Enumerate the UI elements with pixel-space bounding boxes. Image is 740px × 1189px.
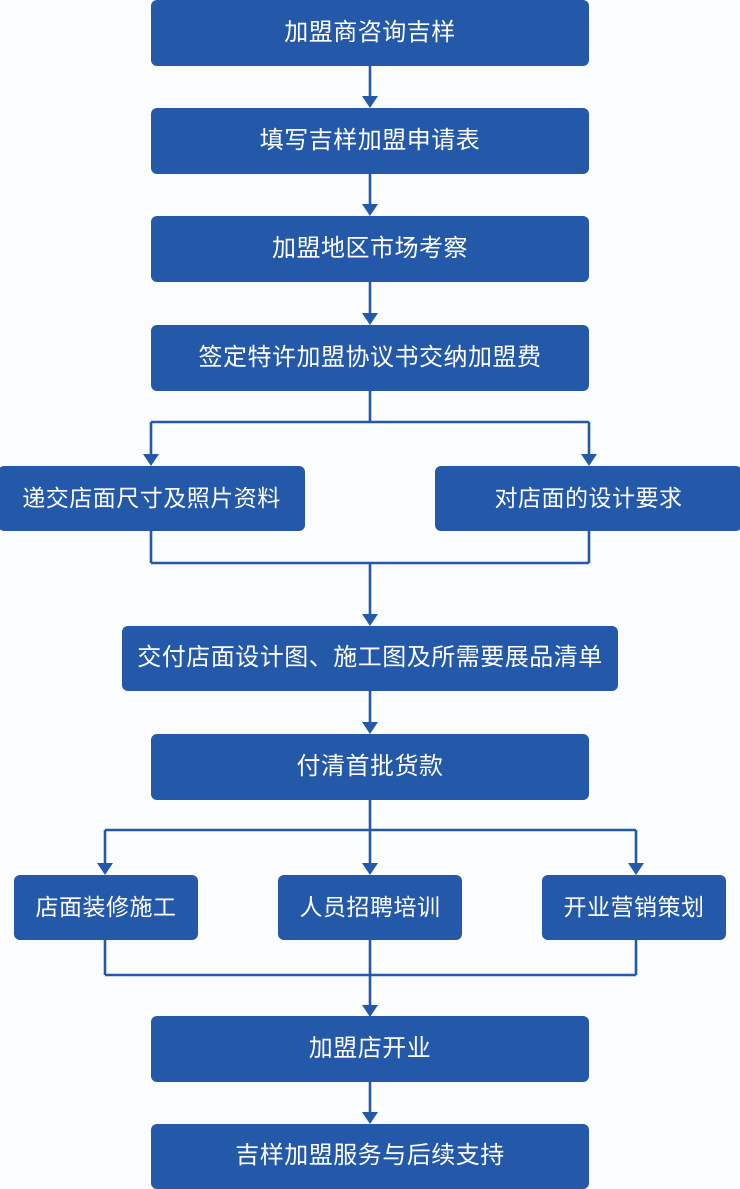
- process-node-sign-contract[interactable]: 签定特许加盟协议书交纳加盟费: [151, 325, 589, 391]
- process-node-store-opening[interactable]: 加盟店开业: [151, 1016, 589, 1082]
- connector-merge-to-n9: [103, 940, 638, 1017]
- process-node-consult[interactable]: 加盟商咨询吉样: [151, 0, 589, 66]
- process-node-submit-photos[interactable]: 递交店面尺寸及照片资料: [0, 466, 305, 531]
- connector-n4-split: [143, 391, 597, 466]
- connector-n3-n4: [362, 282, 378, 325]
- process-node-after-support[interactable]: 吉样加盟服务与后续支持: [151, 1124, 589, 1189]
- connector-n6-n7: [362, 691, 378, 734]
- connector-n9-n10: [362, 1082, 378, 1124]
- process-node-marketing-plan[interactable]: 开业营销策划: [542, 875, 726, 940]
- connector-merge-to-n6: [149, 531, 591, 626]
- process-node-application[interactable]: 填写吉样加盟申请表: [151, 108, 589, 174]
- connector-n7-split: [97, 800, 644, 875]
- process-node-design-request[interactable]: 对店面的设计要求: [435, 466, 740, 531]
- process-node-staff-training[interactable]: 人员招聘培训: [278, 875, 462, 940]
- process-node-deliver-design[interactable]: 交付店面设计图、施工图及所需要展品清单: [122, 626, 618, 691]
- process-node-first-payment[interactable]: 付清首批货款: [151, 734, 589, 800]
- process-node-renovation[interactable]: 店面装修施工: [14, 875, 198, 940]
- connector-n1-n2: [362, 66, 378, 108]
- process-node-market-survey[interactable]: 加盟地区市场考察: [151, 216, 589, 282]
- connector-n2-n3: [362, 174, 378, 216]
